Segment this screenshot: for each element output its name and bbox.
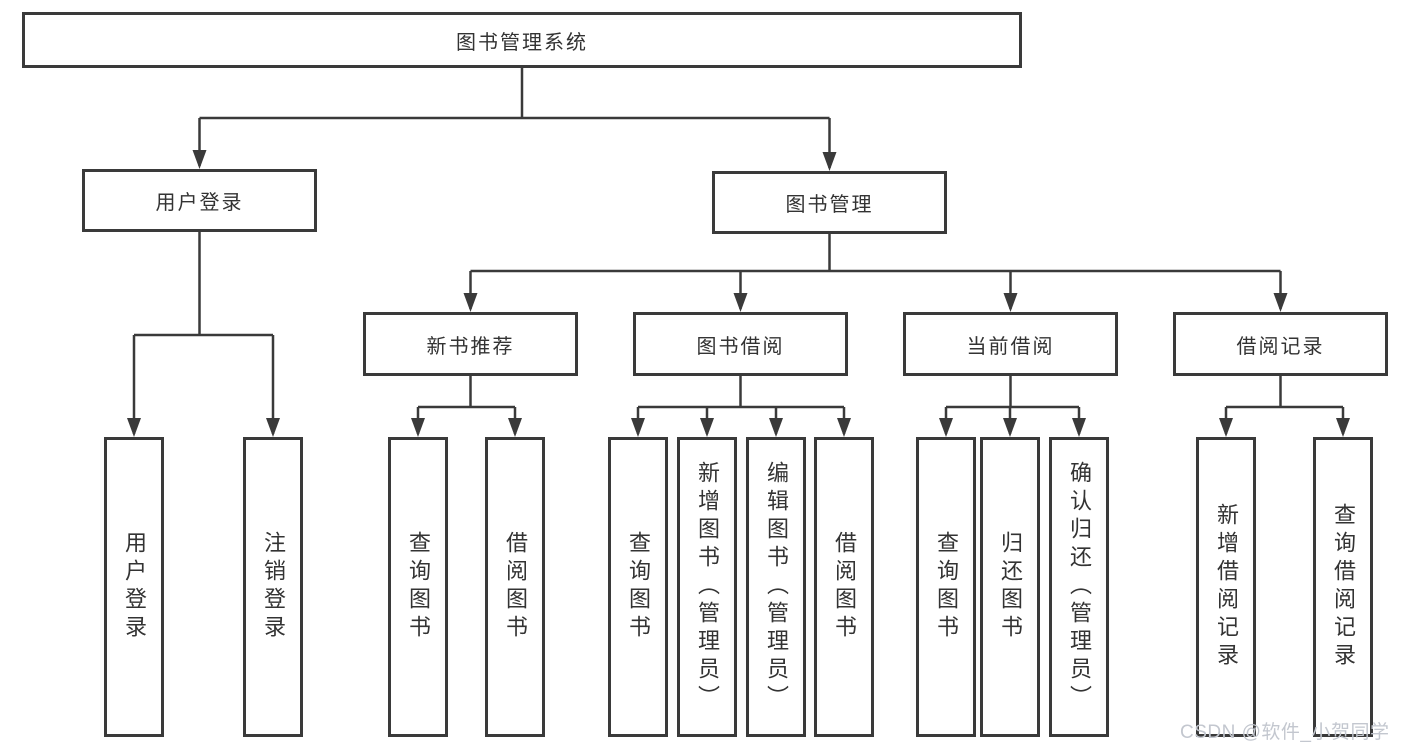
leaf-borrow-books-recommend: 借阅图书 [485, 437, 545, 737]
leaf-query-books-current: 查询图书 [916, 437, 976, 737]
leaf-return-book: 归还图书 [980, 437, 1040, 737]
node-current-borrow: 当前借阅 [903, 312, 1118, 376]
leaf-add-borrow-record: 新增借阅记录 [1196, 437, 1256, 737]
leaf-query-books-borrow: 查询图书 [608, 437, 668, 737]
node-new-book-recommend: 新书推荐 [363, 312, 578, 376]
leaf-add-book-admin: 新增图书（管理员） [677, 437, 737, 737]
leaf-query-borrow-record: 查询借阅记录 [1313, 437, 1373, 737]
node-user-login: 用户登录 [82, 169, 317, 232]
node-book-management: 图书管理 [712, 171, 947, 234]
leaf-confirm-return-admin: 确认归还（管理员） [1049, 437, 1109, 737]
csdn-watermark: CSDN @软件_小贺同学 [1180, 722, 1390, 743]
leaf-borrow-books: 借阅图书 [814, 437, 874, 737]
leaf-query-books-recommend: 查询图书 [388, 437, 448, 737]
node-borrow-records: 借阅记录 [1173, 312, 1388, 376]
leaf-logout: 注销登录 [243, 437, 303, 737]
leaf-user-login: 用户登录 [104, 437, 164, 737]
node-system-root: 图书管理系统 [22, 12, 1022, 68]
tree-edges [127, 68, 1350, 437]
leaf-edit-book-admin: 编辑图书（管理员） [746, 437, 806, 737]
node-book-borrow: 图书借阅 [633, 312, 848, 376]
